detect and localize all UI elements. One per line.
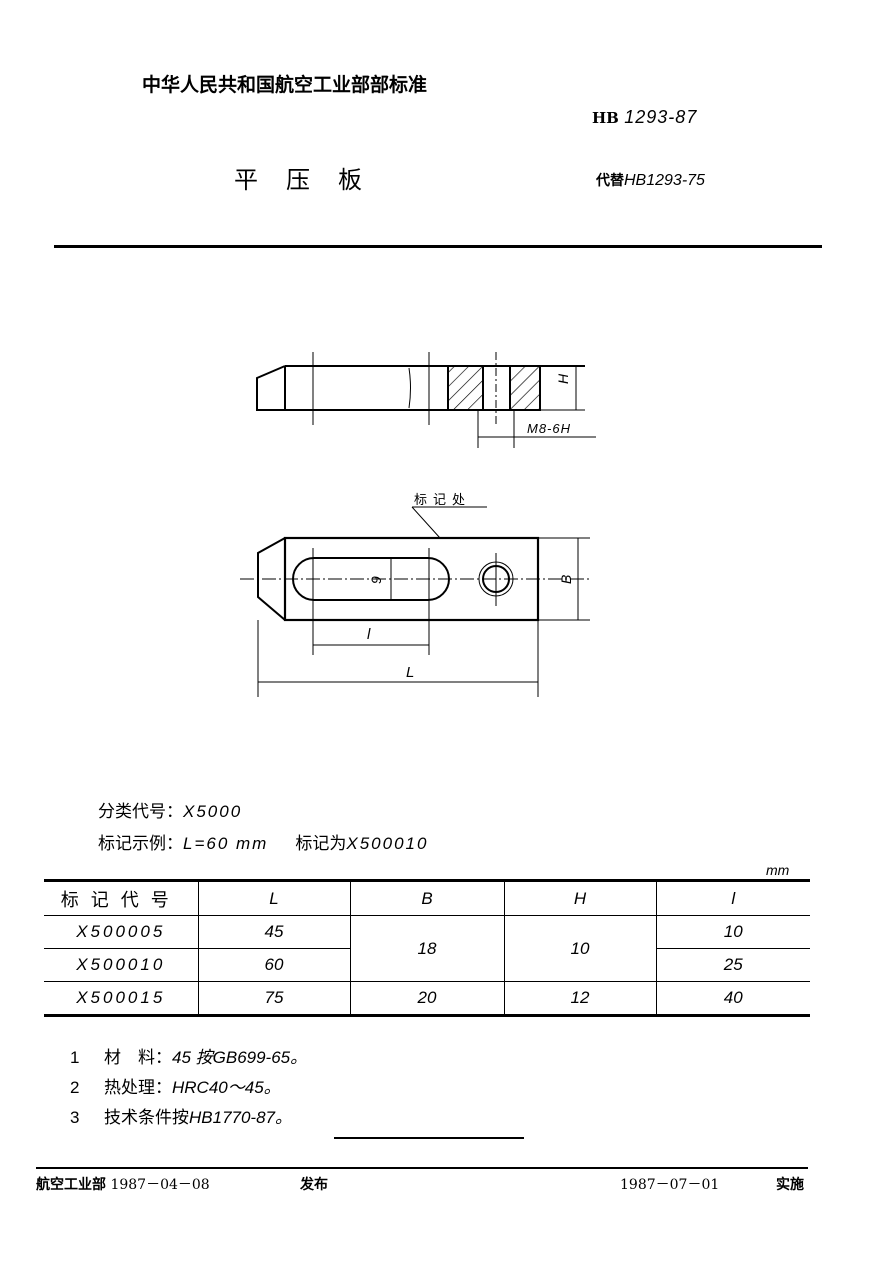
note-label: 技术条件按 xyxy=(104,1108,189,1128)
example-mark-value: X500010 xyxy=(346,834,429,853)
note-number: 2 xyxy=(70,1078,80,1097)
table-unit: mm xyxy=(766,862,790,878)
cell-l: 25 xyxy=(655,948,810,982)
table-row: X500005 45 18 10 10 xyxy=(44,915,810,982)
cell-code: X500010 xyxy=(44,948,199,982)
end-of-text-rule xyxy=(334,1137,524,1139)
standard-prefix: HB xyxy=(592,109,619,127)
cell-L: 75 xyxy=(197,981,351,1017)
cell-H: 12 xyxy=(503,981,657,1017)
cell-code: X500005 xyxy=(44,915,199,949)
issuing-organization: 中华人民共和国航空工业部部标准 xyxy=(142,74,428,96)
header-L: L xyxy=(197,879,351,916)
note-value: HB1770-87。 xyxy=(189,1108,293,1127)
cell-l: 40 xyxy=(655,981,810,1017)
header-H: H xyxy=(503,879,657,916)
standard-number-value: 1293-87 xyxy=(624,107,698,127)
classification-label: 分类代号： xyxy=(98,802,183,822)
example-label: 标记示例： xyxy=(98,834,183,854)
top-view xyxy=(240,506,590,697)
issuer: 航空工业部 xyxy=(36,1177,106,1193)
implementation-date-wrap: 1987－07－01 xyxy=(620,1174,719,1194)
note-number: 1 xyxy=(70,1048,80,1067)
table-row: X500010 60 25 xyxy=(44,948,810,982)
note-label: 材 料： xyxy=(104,1048,172,1068)
cell-code: X500015 xyxy=(44,981,199,1017)
note-number: 3 xyxy=(70,1108,80,1127)
document-title: 平压板 xyxy=(234,166,390,194)
cell-B: 20 xyxy=(349,981,505,1017)
issuer-and-date: 航空工业部 1987－04－08 xyxy=(36,1174,210,1194)
dim-B-label: B xyxy=(558,575,574,584)
note-value: HRC40～45。 xyxy=(172,1078,281,1097)
table-row: X500015 75 20 12 40 xyxy=(44,981,810,1017)
example-mark-label: 标记为 xyxy=(295,834,347,854)
note-label: 热处理： xyxy=(104,1078,172,1098)
thread-label: M8-6H xyxy=(527,421,571,436)
cell-L: 45 xyxy=(197,915,351,949)
specification-table: 标记代号 L B H l X500005 45 18 10 10 X500010… xyxy=(44,879,810,1017)
side-view xyxy=(256,352,596,448)
note-technical-conditions: 3 技术条件按HB1770-87。 xyxy=(70,1103,292,1128)
header-l: l xyxy=(655,879,810,916)
replaces-number: HB1293-75 xyxy=(624,172,705,189)
example-value: L=60 mm xyxy=(183,834,269,853)
standard-number: HB 1293-87 xyxy=(592,107,697,128)
technical-drawing: H M8-6H 标记处 9 B l L xyxy=(240,352,596,697)
note-heat-treatment: 2 热处理：HRC40～45。 xyxy=(70,1073,281,1098)
cell-B: 18 xyxy=(349,915,505,982)
cell-L: 60 xyxy=(197,948,351,982)
header-rule xyxy=(54,245,822,248)
dim-b-label: 9 xyxy=(368,576,384,584)
cell-l: 10 xyxy=(655,915,810,949)
implementation-date: 1987－07－01 xyxy=(620,1177,720,1193)
classification-code: 分类代号：X5000 xyxy=(98,797,242,822)
replaces-label: 代替 xyxy=(596,173,624,189)
marking-example: 标记示例：L=60 mm 标记为X500010 xyxy=(98,829,428,854)
dim-l-label: l xyxy=(367,626,371,643)
classification-value: X5000 xyxy=(183,802,243,821)
dim-H-label: H xyxy=(555,373,571,384)
issue-label: 发布 xyxy=(300,1177,328,1193)
issue-date: 1987－04－08 xyxy=(110,1177,210,1193)
implementation-label: 实施 xyxy=(776,1177,804,1193)
dim-L-label: L xyxy=(406,664,414,681)
table-header-row: 标记代号 L B H l xyxy=(44,879,810,916)
footer-rule xyxy=(36,1167,808,1169)
cell-H: 10 xyxy=(503,915,657,982)
note-value: 45 按GB699-65。 xyxy=(172,1048,308,1067)
header-B: B xyxy=(349,879,505,916)
header-code: 标记代号 xyxy=(44,879,199,916)
note-material: 1 材 料：45 按GB699-65。 xyxy=(70,1043,307,1068)
replaces-standard: 代替HB1293-75 xyxy=(596,170,705,190)
marking-location-label: 标记处 xyxy=(414,493,471,508)
